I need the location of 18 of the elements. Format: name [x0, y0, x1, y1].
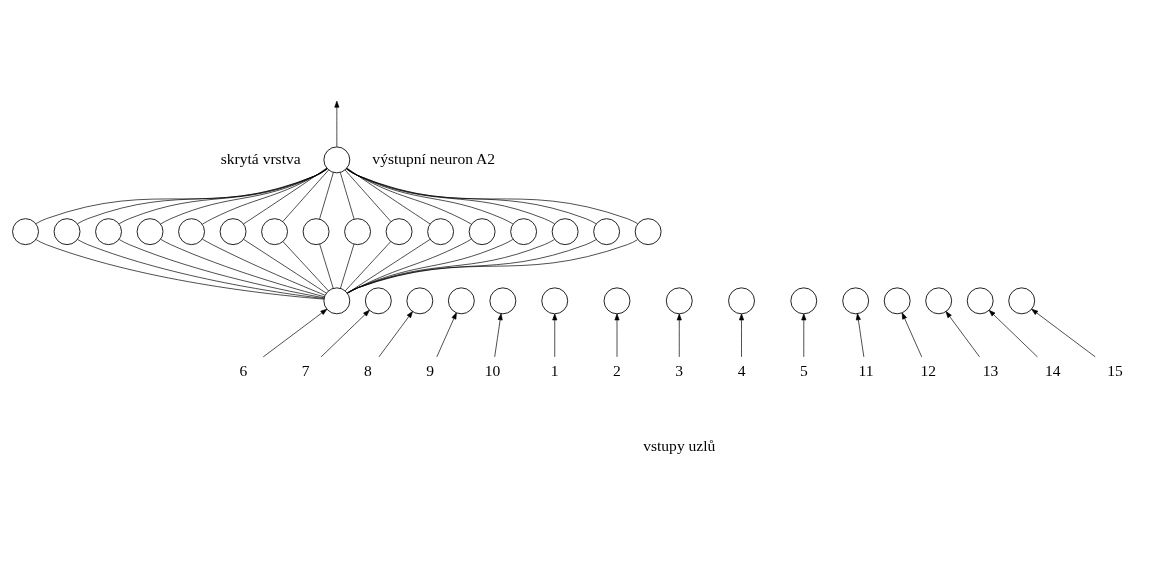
label: vstupy uzlů: [643, 436, 716, 454]
node-text: 7: [301, 361, 310, 379]
node-text: 15: [1107, 361, 1123, 379]
node-text: 2: [613, 361, 621, 379]
node-text: 14: [1045, 361, 1061, 379]
node-text: 10: [484, 361, 501, 379]
label: skrytá vrstva: [220, 149, 301, 167]
node-text: 12: [920, 361, 937, 379]
node-text: 6: [239, 361, 248, 379]
node-text: 8: [364, 361, 372, 379]
node-text: 3: [675, 361, 684, 379]
node-text: 13: [982, 361, 999, 379]
node-text: 1: [550, 361, 559, 379]
node-text: 11: [858, 361, 874, 379]
node-label: výstupní neuron A2: [372, 149, 496, 167]
node-text: 9: [426, 361, 435, 379]
node-text: 5: [799, 361, 808, 379]
node-text: 4: [737, 361, 746, 379]
